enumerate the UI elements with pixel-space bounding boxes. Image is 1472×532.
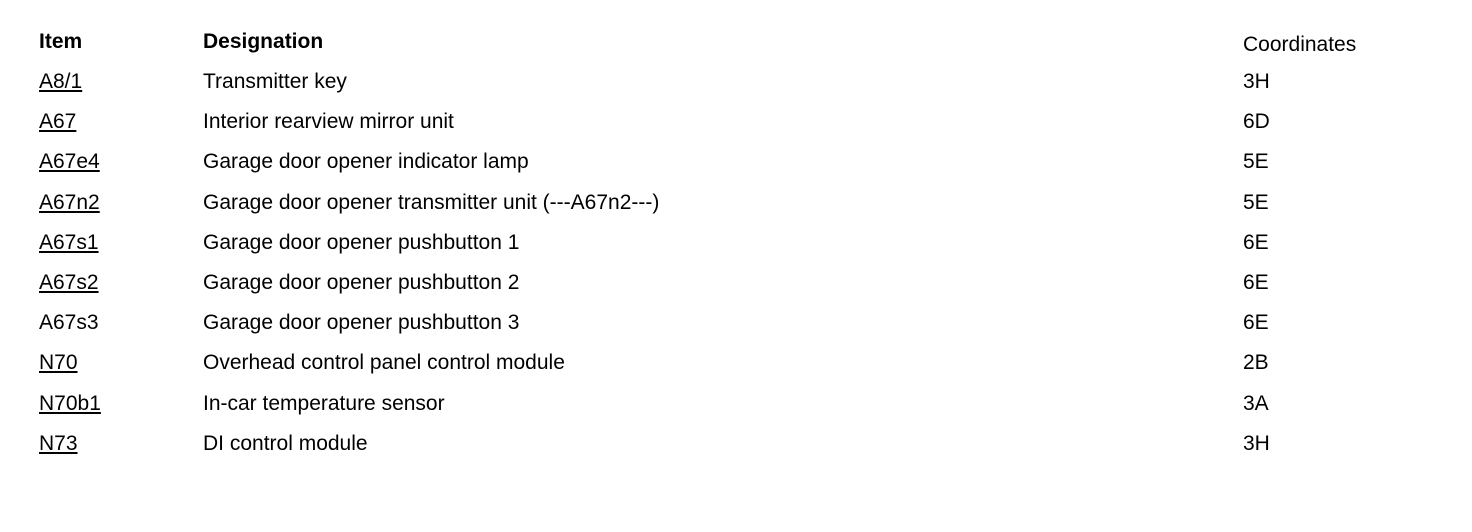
column-header-designation: Designation [203, 30, 324, 53]
table-row: A67s1 Garage door opener pushbutton 1 6E [0, 231, 1472, 271]
item-link-a67[interactable]: A67 [39, 110, 77, 133]
item-link-a67n2[interactable]: A67n2 [39, 191, 100, 214]
coordinates-cell: 6E [1243, 271, 1269, 294]
item-label-a67s3: A67s3 [39, 311, 99, 334]
table-row: A67e4 Garage door opener indicator lamp … [0, 150, 1472, 190]
designation-cell: Transmitter key [203, 70, 347, 93]
table-row: A67s3 Garage door opener pushbutton 3 6E [0, 311, 1472, 351]
designation-cell: Garage door opener pushbutton 3 [203, 311, 520, 334]
coordinates-cell: 5E [1243, 150, 1269, 173]
designation-cell: DI control module [203, 432, 368, 455]
designation-cell: Interior rearview mirror unit [203, 110, 454, 133]
coordinates-cell: 6D [1243, 110, 1270, 133]
designation-cell: In-car temperature sensor [203, 392, 445, 415]
table-header-row: Item Designation Coordinates [0, 30, 1472, 70]
table-row: N70b1 In-car temperature sensor 3A [0, 392, 1472, 432]
coordinates-cell: 6E [1243, 231, 1269, 254]
table-row: A8/1 Transmitter key 3H [0, 70, 1472, 110]
table-row: A67s2 Garage door opener pushbutton 2 6E [0, 271, 1472, 311]
item-link-a8-1[interactable]: A8/1 [39, 70, 83, 93]
designation-cell: Garage door opener pushbutton 2 [203, 271, 520, 294]
designation-cell: Garage door opener indicator lamp [203, 150, 529, 173]
column-header-coordinates: Coordinates [1243, 33, 1357, 56]
designation-cell: Garage door opener transmitter unit (---… [203, 191, 660, 214]
designation-cell: Garage door opener pushbutton 1 [203, 231, 520, 254]
item-link-n70b1[interactable]: N70b1 [39, 392, 101, 415]
table-row: A67 Interior rearview mirror unit 6D [0, 110, 1472, 150]
designation-cell: Overhead control panel control module [203, 351, 565, 374]
coordinates-cell: 6E [1243, 311, 1269, 334]
coordinates-cell: 5E [1243, 191, 1269, 214]
coordinates-cell: 2B [1243, 351, 1269, 374]
table-row: A67n2 Garage door opener transmitter uni… [0, 191, 1472, 231]
coordinates-cell: 3H [1243, 70, 1270, 93]
item-link-a67s1[interactable]: A67s1 [39, 231, 99, 254]
coordinates-cell: 3H [1243, 432, 1270, 455]
item-link-a67e4[interactable]: A67e4 [39, 150, 100, 173]
item-link-n73[interactable]: N73 [39, 432, 78, 455]
coordinates-cell: 3A [1243, 392, 1269, 415]
item-link-a67s2[interactable]: A67s2 [39, 271, 99, 294]
table-row: N70 Overhead control panel control modul… [0, 351, 1472, 391]
table-row: N73 DI control module 3H [0, 432, 1472, 472]
column-header-item: Item [39, 30, 83, 53]
item-link-n70[interactable]: N70 [39, 351, 78, 374]
